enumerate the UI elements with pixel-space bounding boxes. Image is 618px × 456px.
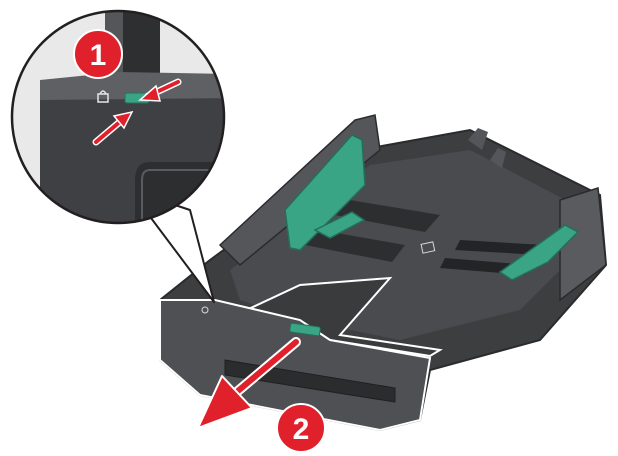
tray-right-wall — [559, 187, 607, 302]
magnifier-rim — [10, 9, 226, 225]
tray-back-tab — [490, 148, 506, 168]
tray-release-latch — [289, 322, 321, 337]
lock-icon — [201, 306, 209, 314]
squeeze-arrow-bottom — [92, 110, 134, 146]
paper-side-guide — [498, 224, 580, 281]
step-1-badge: 1 — [73, 29, 123, 79]
tray-slot — [335, 200, 440, 232]
paper-tray — [159, 114, 608, 432]
detail-lock-icon — [97, 90, 109, 103]
paper-width-guide — [284, 134, 366, 251]
envelope-icon — [420, 241, 436, 254]
detail-top-edge — [40, 72, 224, 104]
step-2-number: 2 — [293, 413, 310, 446]
pull-out-arrow — [197, 337, 301, 429]
tray-back-tab — [468, 128, 488, 150]
step-1-number: 1 — [90, 39, 107, 72]
paper-length-guide — [313, 211, 366, 239]
step-2-badge: 2 — [276, 403, 326, 453]
squeeze-arrow-top — [138, 78, 182, 102]
